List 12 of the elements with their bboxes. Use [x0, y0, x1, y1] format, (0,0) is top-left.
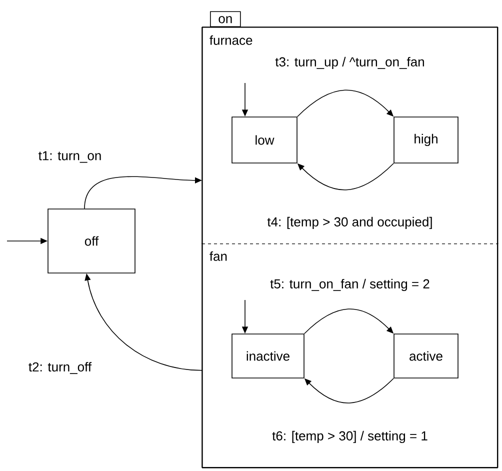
state-box: high: [394, 116, 458, 164]
state-box: active: [394, 334, 458, 378]
edge-label: t3: turn_up / ^turn_on_fan: [274, 56, 426, 70]
edge-label: t6: [temp > 30] / setting = 1: [271, 430, 429, 444]
state-box: low: [232, 116, 298, 164]
state-box: off: [48, 208, 136, 274]
node-label: on: [218, 16, 232, 24]
edge-label: t1: turn_on: [37, 150, 103, 164]
state-box: inactive: [232, 334, 304, 378]
edge-label: t5: turn_on_fan / setting = 2: [269, 278, 431, 292]
edge-label: t4: [temp > 30 and occupied]: [266, 216, 434, 230]
edge-label: t2: turn_off: [27, 361, 93, 375]
